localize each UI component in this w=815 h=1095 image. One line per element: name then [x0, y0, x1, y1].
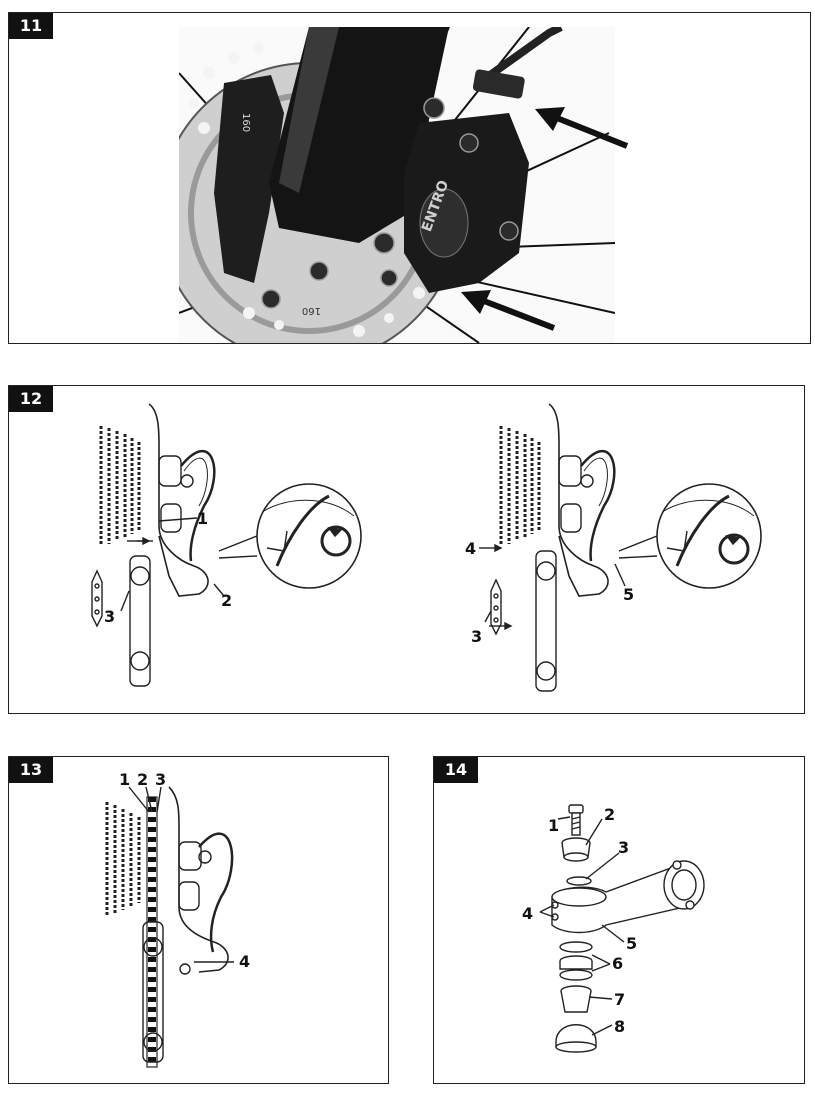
figure-11-panel: 11 — [8, 12, 811, 344]
fig13-label-4: 4 — [239, 952, 250, 971]
derailleur-drawing-right — [479, 403, 762, 692]
figure-12-drawing: 1 2 3 — [91, 403, 762, 692]
fig14-label-1: 1 — [548, 816, 559, 835]
adapter-marking: 160 — [240, 113, 251, 132]
cassette-right — [499, 426, 541, 546]
fig14-label-8: 8 — [614, 1017, 625, 1036]
rotor-marking: 160 — [302, 305, 321, 316]
brake-adapter — [214, 75, 284, 283]
fig14-label-5: 5 — [626, 934, 637, 953]
cassette-fig13 — [105, 802, 141, 917]
stem-bolt — [568, 804, 584, 836]
fig14-label-6: 6 — [612, 954, 623, 973]
fig12-right-label-3: 3 — [471, 627, 482, 646]
fig14-label-7: 7 — [614, 990, 625, 1009]
cassette-left — [99, 426, 141, 546]
figure-number-11: 11 — [9, 13, 53, 39]
fig13-label-3: 3 — [155, 770, 166, 789]
fig13-label-2: 2 — [137, 770, 148, 789]
fig12-left-label-1: 1 — [197, 509, 208, 528]
figure-number-13: 13 — [9, 757, 53, 783]
figure-13-drawing: 1 2 3 4 — [105, 770, 250, 1068]
fig14-label-4: 4 — [522, 904, 533, 923]
derailleur-drawing-left — [91, 403, 362, 687]
figure-14-panel: 14 — [433, 756, 805, 1084]
figure-number-14: 14 — [434, 757, 478, 783]
fig12-left-label-2: 2 — [221, 591, 232, 610]
figure-12-panel: 12 — [8, 385, 805, 714]
fig12-left-label-3: 3 — [104, 607, 115, 626]
fig14-label-2: 2 — [604, 805, 615, 824]
fig14-label-3: 3 — [618, 838, 629, 857]
figure-13-panel: 13 1 — [8, 756, 389, 1084]
arrow-lower — [461, 290, 556, 331]
brake-hose — [476, 27, 563, 87]
mounting-bolts — [261, 97, 519, 309]
figure-11-photo: 160 160 ENTRO — [179, 27, 629, 343]
figure-14-drawing: 1 2 3 4 5 6 7 8 — [522, 804, 705, 1053]
arrow-upper — [535, 107, 629, 149]
figure-number-12: 12 — [9, 386, 53, 412]
fig12-right-label-5: 5 — [623, 585, 634, 604]
fig12-right-label-4: 4 — [465, 539, 476, 558]
fig13-label-1: 1 — [119, 770, 130, 789]
